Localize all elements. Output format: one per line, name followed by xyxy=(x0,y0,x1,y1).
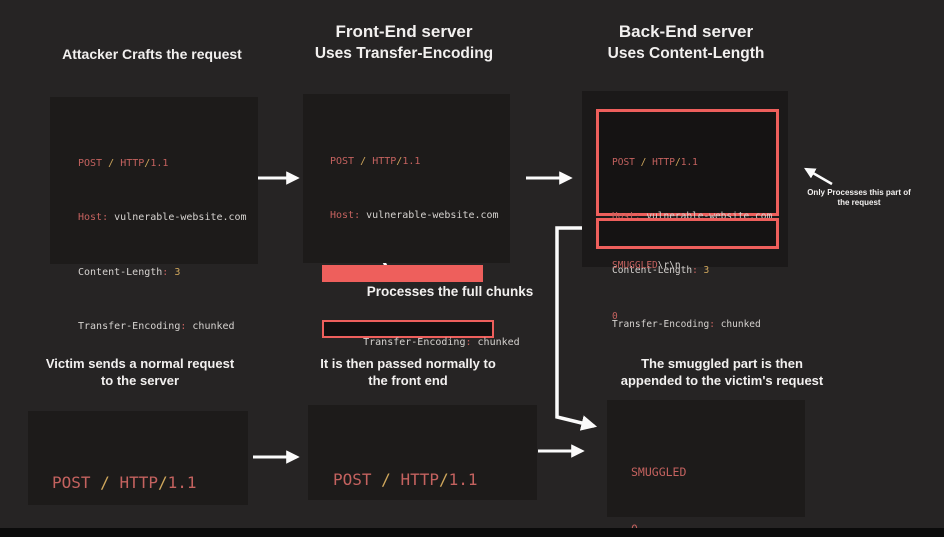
annotation-only-processes: Only Processes this part of the request xyxy=(799,188,919,208)
code-line-host: Host: vulnerable-website.com xyxy=(330,210,499,222)
annotation-full-chunks: Processes the full chunks xyxy=(360,284,540,299)
heading-frontend-subtitle: Uses Transfer-Encoding xyxy=(314,45,494,62)
frontend-request-block: POST / HTTP/1.1 Host: vulnerable-website… xyxy=(303,94,520,495)
heading-victim-line1: Victim sends a normal request xyxy=(45,356,235,371)
code-line-transfer-encoding: Transfer-Encoding: chunked xyxy=(612,319,761,330)
code-line-request: POST / HTTP/1.1 xyxy=(612,157,698,168)
code-line-host: Host: vulnerable-website.com xyxy=(612,211,773,222)
code-line-request: POST / HTTP/1.1 xyxy=(333,470,478,489)
appended-request-block: SMUGGLED 0 POST / HTTP/1.1 Host: victim.… xyxy=(607,400,805,536)
heading-backend-title: Back-End server xyxy=(618,22,754,41)
heading-passed-line1: It is then passed normally to xyxy=(320,356,496,371)
annotation-full-chunks-text: Processes the full chunks xyxy=(366,284,534,299)
code-line-request: POST / HTTP/1.1 xyxy=(78,158,169,169)
heading-backend: Back-End server Uses Content-Length xyxy=(576,20,796,64)
backend-processed-part-box: POST / HTTP/1.1 Host: vulnerable-website… xyxy=(596,109,779,432)
arrow-only-processes-annotation xyxy=(804,167,833,186)
code-line-transfer-encoding: Transfer-Encoding: chunked xyxy=(363,336,520,348)
backend-request-block: POST / HTTP/1.1 Host: vulnerable-website… xyxy=(582,91,788,432)
heading-victim-line2: to the server xyxy=(100,373,180,388)
heading-smuggled-line1: The smuggled part is then xyxy=(641,356,803,371)
heading-frontend-title: Front-End server xyxy=(335,22,473,41)
code-line-request: POST / HTTP/1.1 xyxy=(52,473,197,492)
heading-passed: It is then passed normally to the front … xyxy=(298,355,518,389)
heading-backend-subtitle: Uses Content-Length xyxy=(607,45,765,62)
attacker-request-block: POST / HTTP/1.1 Host: vulnerable-website… xyxy=(50,97,258,495)
annotation-only-processes-line2: the request xyxy=(837,198,881,207)
heading-frontend: Front-End server Uses Transfer-Encoding xyxy=(294,20,514,64)
transfer-encoding-highlight: Transfer-Encoding: chunked xyxy=(322,319,520,348)
heading-attacker-text: Attacker Crafts the request xyxy=(62,46,242,62)
victim-request-block: POST / HTTP/1.1 Host: victim.com xyxy=(28,411,248,505)
code-line-request: POST / HTTP/1.1 xyxy=(330,156,421,167)
code-line-transfer-encoding: Transfer-Encoding: chunked xyxy=(78,321,235,333)
content-length-redaction xyxy=(322,264,483,282)
code-line-chunk-end: 0 xyxy=(612,310,618,322)
code-line-chunk-data: SMUGGLED xyxy=(631,465,687,479)
annotation-only-processes-line1: Only Processes this part of xyxy=(807,188,911,197)
letterbox-bar xyxy=(0,528,944,537)
heading-smuggled-line2: appended to the victim's request xyxy=(620,373,824,388)
code-line-content-length: Content-Length: 3 xyxy=(78,266,181,278)
code-line-chunk-data-crlf: SMUGGLED\r\n xyxy=(612,260,681,271)
backend-smuggled-part-box: SMUGGLED\r\n 0 xyxy=(596,218,779,322)
heading-victim: Victim sends a normal request to the ser… xyxy=(30,355,250,389)
heading-smuggled: The smuggled part is then appended to th… xyxy=(607,355,837,389)
code-line-content-length: Content-Length: 3 xyxy=(612,265,710,276)
code-line-host: Host: vulnerable-website.com xyxy=(78,212,247,224)
heading-passed-line2: the front end xyxy=(368,373,448,388)
heading-attacker: Attacker Crafts the request xyxy=(42,46,262,62)
passed-request-block: POST / HTTP/1.1 Host: victim.com xyxy=(308,405,537,537)
